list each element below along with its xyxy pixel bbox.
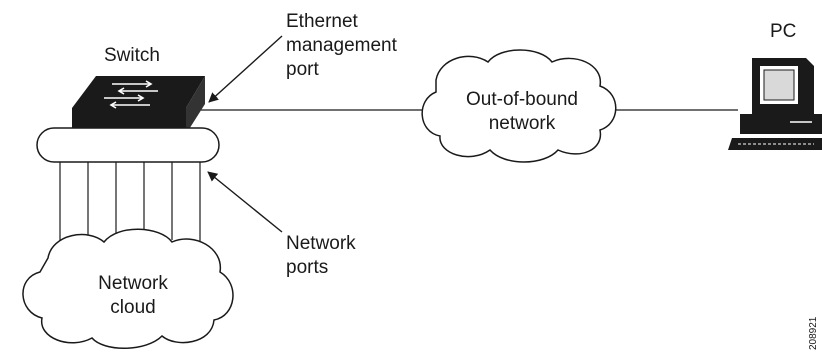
- switch-label: Switch: [104, 45, 160, 66]
- network-ports-label-line1: Network: [286, 233, 356, 254]
- ethernet-port-label-line2: management: [286, 35, 397, 56]
- switch-icon: [72, 76, 205, 134]
- figure-id: 208921: [808, 316, 819, 350]
- ethernet-port-label: Ethernet management port: [286, 10, 397, 82]
- network-ports-label-line2: ports: [286, 257, 329, 278]
- network-ports-label: Network ports: [286, 232, 356, 280]
- network-cloud-label: Network cloud: [78, 272, 188, 320]
- oob-network-label-line1: Out-of-bound: [466, 89, 578, 110]
- network-port-lines: [59, 162, 201, 246]
- network-cloud-label-line1: Network: [98, 273, 168, 294]
- network-cloud: [22, 228, 234, 349]
- network-ports-bar: [36, 127, 220, 163]
- ethernet-port-arrow: [208, 35, 283, 103]
- oob-network-cloud: [421, 49, 617, 163]
- pc-label: PC: [770, 21, 797, 42]
- pc-icon: [728, 58, 822, 150]
- oob-network-label-line2: network: [488, 113, 556, 134]
- network-cloud-label-line2: cloud: [110, 297, 156, 318]
- ethernet-port-label-line1: Ethernet: [286, 11, 358, 32]
- oob-network-label: Out-of-bound network: [462, 88, 582, 136]
- network-ports-arrow: [207, 171, 283, 233]
- ethernet-port-label-line3: port: [286, 59, 319, 80]
